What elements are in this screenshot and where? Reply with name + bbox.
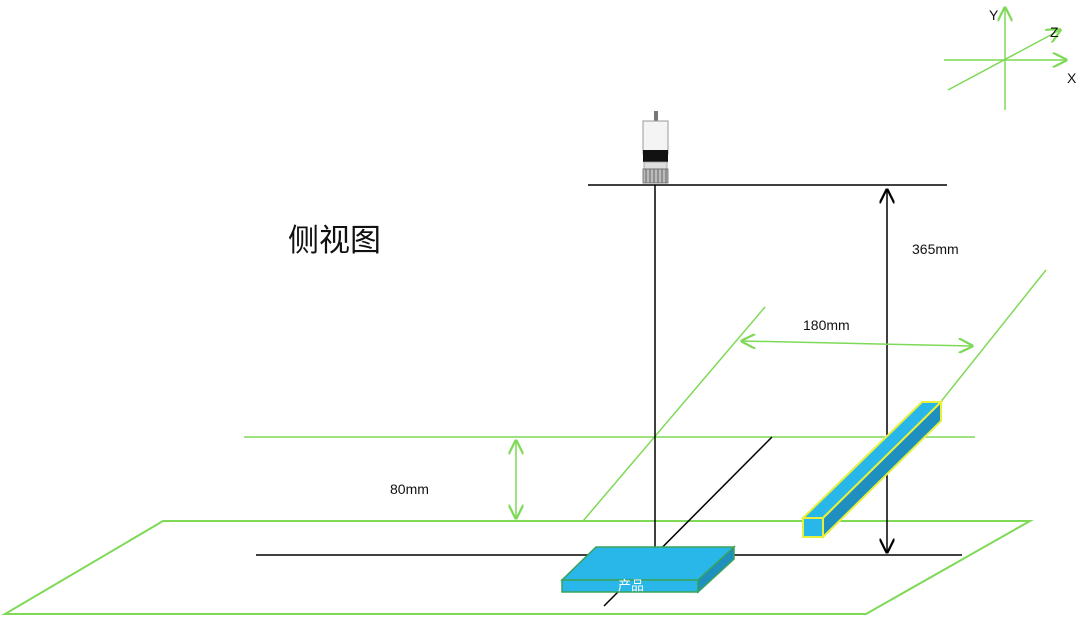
axis-z-label: Z	[1050, 24, 1059, 40]
height-dimension-label: 365mm	[912, 241, 959, 257]
width-dimension-arrow	[742, 341, 972, 346]
product-block	[560, 545, 736, 594]
axis-indicator	[944, 8, 1066, 110]
camera-icon	[642, 111, 669, 184]
width-dimension-label: 180mm	[803, 317, 850, 333]
axis-y-label: Y	[989, 7, 999, 23]
gap-dimension-label: 80mm	[390, 481, 429, 497]
view-title: 侧视图	[288, 223, 381, 259]
floor-plane	[1, 520, 1034, 615]
light-plane-left	[582, 306, 766, 522]
axis-x-label: X	[1067, 70, 1077, 86]
product-label: 产品	[618, 579, 644, 594]
light-bar	[800, 399, 944, 540]
